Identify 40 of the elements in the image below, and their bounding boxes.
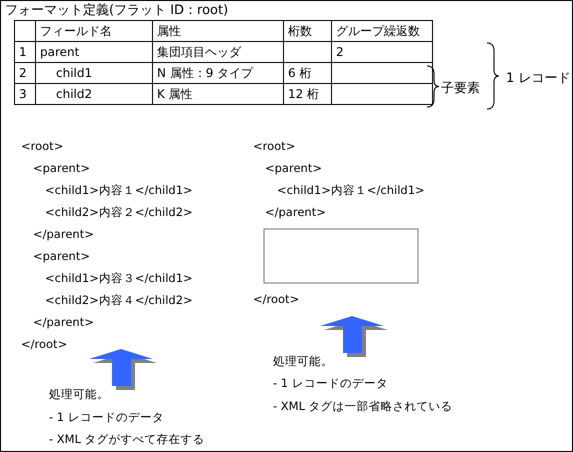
xml-code-line: </parent>	[33, 226, 94, 242]
column-header: フィールド名	[36, 20, 152, 42]
table-cell: 2	[332, 42, 432, 62]
xml-code-line: <child1>内容１</child1>	[45, 182, 193, 198]
xml-code-line: </root>	[21, 336, 68, 352]
table-cell: 集団項目ヘッダ	[152, 42, 284, 62]
note-bullet: - 1 レコードのデータ	[273, 375, 388, 391]
note-heading: 処理可能。	[49, 386, 109, 402]
column-header: 桁数	[284, 20, 332, 42]
diagram-title: フォーマット定義(フラット ID：root)	[5, 3, 228, 19]
xml-code-line: <root>	[21, 138, 64, 154]
table-cell: N 属性：9 タイプ	[152, 62, 284, 84]
table-cell: child2	[36, 84, 152, 104]
xml-code-line: <parent>	[33, 160, 90, 176]
table-cell: child1	[36, 62, 152, 84]
xml-code-line: <parent>	[265, 160, 322, 176]
table-cell: 1	[14, 42, 36, 62]
note-bullet: - XML タグがすべて存在する	[49, 431, 205, 447]
xml-code-line: </parent>	[33, 314, 94, 330]
note-bullet: - 1 レコードのデータ	[49, 409, 164, 425]
brace-label: 1 レコード	[506, 71, 570, 87]
brace-label: 子要素	[441, 81, 480, 97]
xml-code-line: <child1>内容１</child1>	[277, 182, 425, 198]
column-header: グループ繰返数	[332, 20, 432, 42]
xml-code-line: </root>	[253, 291, 300, 307]
xml-code-line: </parent>	[265, 204, 326, 220]
xml-code-line: <parent>	[33, 248, 90, 264]
xml-code-line: <root>	[253, 138, 296, 154]
xml-code-line: <child2>内容２</child2>	[45, 204, 193, 220]
xml-code-line: <child1>内容３</child1>	[45, 270, 193, 286]
table-cell: 6 桁	[284, 62, 332, 84]
xml-code-line: <child2>内容４</child2>	[45, 292, 193, 308]
note-bullet: - XML タグは一部省略されている	[273, 398, 453, 414]
table-cell: parent	[36, 42, 152, 62]
table-cell: K 属性	[152, 84, 284, 104]
note-heading: 処理可能。	[273, 353, 333, 369]
table-cell: 12 桁	[284, 84, 332, 104]
column-header: 属性	[152, 20, 284, 42]
table-cell: 3	[14, 84, 36, 104]
table-cell: 2	[14, 62, 36, 84]
